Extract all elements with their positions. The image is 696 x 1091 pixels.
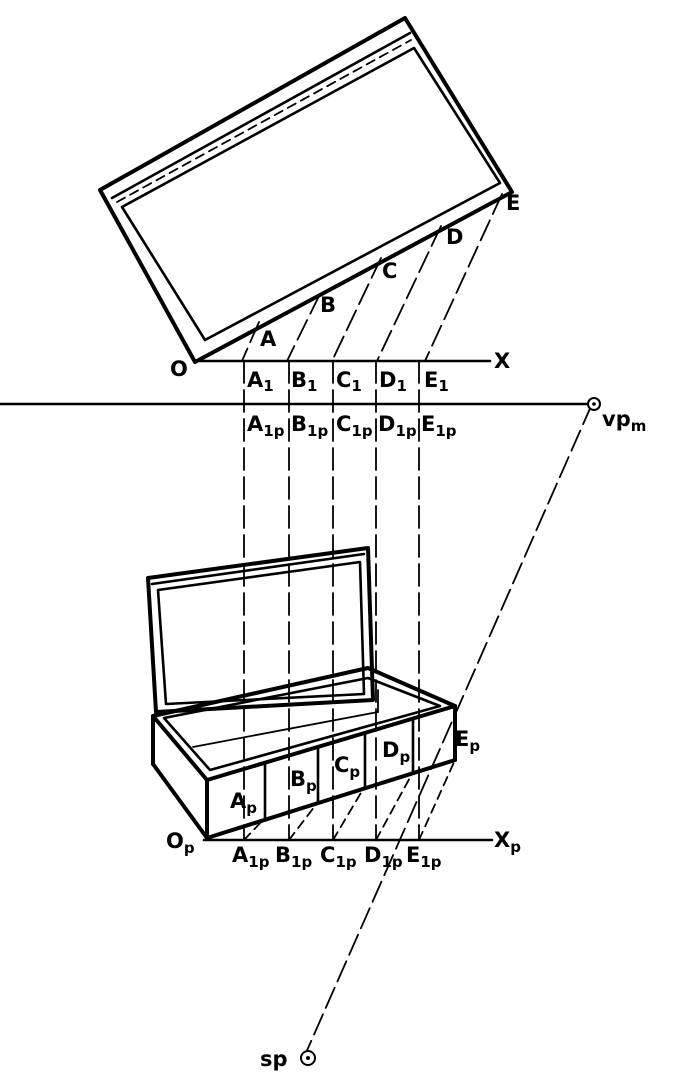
plan-point-E: E — [506, 191, 520, 215]
perspective-ground-C1p: C1p — [320, 843, 357, 871]
axis-point-D1: D1 — [379, 368, 407, 395]
plan-projectors — [241, 193, 503, 362]
vertical-projectors — [243, 360, 420, 841]
perspective-point-Bp: Bp — [290, 767, 317, 795]
plan-box — [98, 16, 514, 364]
axis-point-E1: E1 — [424, 368, 449, 395]
axis-point-A1: A1 — [247, 368, 274, 395]
horizon-point-E1p: E1p — [421, 412, 457, 440]
plan-axis-label: X — [494, 349, 510, 373]
perspective-ground-A1p: A1p — [232, 843, 270, 871]
plan-point-C: C — [382, 259, 397, 283]
plan-point-A: A — [260, 327, 277, 351]
perspective-ground-D1p: D1p — [364, 843, 403, 871]
perspective-point-Ap: Ap — [230, 789, 257, 817]
horizon-point-A1p: A1p — [247, 412, 285, 440]
station-point-label: sp — [260, 1047, 288, 1071]
axis-point-C1: C1 — [336, 368, 362, 395]
perspective-connectors — [243, 759, 456, 841]
perspective-point-Cp: Cp — [334, 753, 360, 781]
perspective-origin-label: Op — [166, 829, 195, 857]
horizon-point-D1p: D1p — [378, 412, 417, 440]
perspective-axis-label: Xp — [494, 828, 521, 856]
horizon-point-C1p: C1p — [336, 412, 373, 440]
vp-to-sp-line — [304, 403, 593, 1056]
perspective-point-Dp: Dp — [382, 738, 410, 766]
plan-origin-label: O — [170, 357, 188, 381]
axis-point-B1: B1 — [291, 368, 317, 395]
plan-point-D: D — [446, 225, 463, 249]
perspective-point-Ep: Ep — [455, 727, 480, 755]
vanishing-point-marker — [587, 397, 601, 411]
perspective-ground-E1p: E1p — [406, 843, 442, 871]
horizon-point-B1p: B1p — [291, 412, 328, 440]
vanishing-point-label: vpm — [602, 407, 646, 435]
plan-point-B: B — [320, 293, 336, 317]
perspective-box — [146, 546, 457, 840]
perspective-ground-B1p: B1p — [275, 843, 312, 871]
station-point-marker — [300, 1050, 316, 1066]
